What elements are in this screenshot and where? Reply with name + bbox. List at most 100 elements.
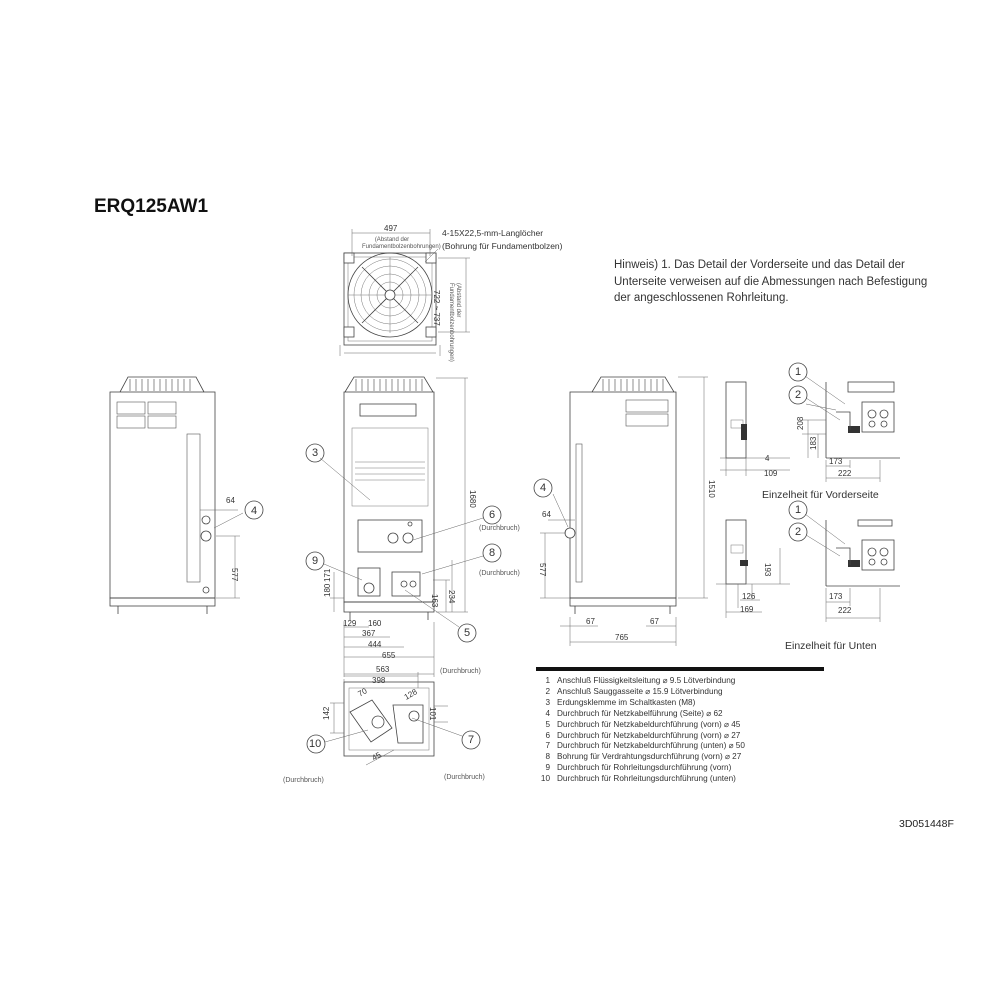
dim-detail-bottom-126: 126 [742,592,756,601]
top-view [339,229,470,356]
dim-front-171: 171 [323,568,332,582]
bolt-note-label: (Bohrung für Fundamentbolzen) [442,241,563,251]
legend-number: 8 [545,752,550,762]
legend-number: 7 [545,741,550,751]
legend-divider [536,667,824,671]
callout-9: 9 [312,555,319,567]
slot-label: 4-15X22,5-mm-Langlöcher [442,228,544,238]
legend-item: 5 Durchbruch für Netzkabeldurchführung (v… [536,720,745,731]
legend-text: Durchbruch für Rohrleitungsdurchführung … [557,763,732,773]
dim-right-67b: 67 [650,617,659,626]
dim-right-577: 577 [538,563,547,577]
model-title: ERQ125AW1 [94,196,209,217]
legend-text: Anschluß Sauggasseite ⌀ 15.9 Lötverbindu… [557,686,723,696]
front-view [305,376,502,677]
abstand-label-v: (Abstand der Fundamentbolzenbohrungen) [448,283,461,362]
durchbruch-label-b: (Durchbruch) [479,570,520,577]
legend-number: 1 [545,676,550,685]
legend-item: 1 Anschluß Flüssigkeitsleitung ⌀ 9.5 Lötv… [536,676,745,687]
document-id: 3D051448F [899,818,954,830]
detail-bottom-view [716,500,900,622]
legend: 1 Anschluß Flüssigkeitsleitung ⌀ 9.5 Lötv… [536,676,745,785]
legend-number: 9 [545,763,550,773]
legend-item: 3 Erdungsklemme im Schaltkasten (M8) [536,698,745,709]
callout-4-right: 4 [540,482,547,494]
dim-front-height: 1680 [468,490,477,508]
callout-7: 7 [468,734,475,746]
durchbruch-bottom-left: (Durchbruch) [283,777,324,784]
durchbruch-label-c: (Durchbruch) [440,668,481,675]
dim-detail-front-4: 4 [765,454,770,463]
dim-top-depth: 722 ~ 737 [432,290,441,326]
dim-left-64: 64 [226,496,235,505]
callout-8: 8 [489,547,496,559]
legend-item: 10 Durchbruch für Rohrleitungsdurchführun… [536,774,745,785]
dim-detail-front-173: 173 [829,457,843,466]
dim-front-180: 180 [323,583,332,597]
dim-detail-bottom-193: 193 [763,563,772,577]
legend-number: 6 [545,730,550,740]
dim-front-444: 444 [368,640,382,649]
legend-text: Anschluß Flüssigkeitsleitung ⌀ 9.5 Lötve… [557,676,736,685]
callout-4-left: 4 [251,505,258,517]
bottom-view [306,672,481,766]
dim-left-577: 577 [230,568,239,582]
dim-front-160: 160 [368,619,382,628]
legend-number: 3 [545,697,550,707]
dim-right-height: 1510 [707,480,716,498]
durchbruch-label-a: (Durchbruch) [479,525,520,532]
dim-right-67a: 67 [586,617,595,626]
callout-1-bottom-detail: 1 [795,504,802,516]
dim-bottom-142: 142 [322,706,331,720]
dim-front-367: 367 [362,629,376,638]
detail-bottom-caption: Einzelheit für Unten [785,640,877,652]
legend-item: 6 Durchbruch für Netzkabeldurchführung (v… [536,731,745,742]
right-side-view [533,376,708,646]
legend-item: 7 Durchbruch für Netzkabeldurchführung (u… [536,741,745,752]
callout-6: 6 [489,509,496,521]
callout-3: 3 [312,447,319,459]
dim-front-563: 563 [376,665,390,674]
detail-front-caption: Einzelheit für Vorderseite [762,489,879,501]
dim-detail-bottom-222: 222 [838,606,852,615]
dim-bottom-101: 101 [428,707,437,721]
dim-detail-bottom-173: 173 [829,592,843,601]
legend-text: Durchbruch für Rohrleitungsdurchführung … [557,774,736,784]
abstand-label-h: (Abstand der Fundamentbolzenbohrungen) [362,237,441,250]
legend-item: 8 Bohrung für Verdrahtungsdurchführung (v… [536,752,745,763]
legend-text: Durchbruch für Netzkabeldurchführung (vo… [557,730,741,740]
legend-item: 2 Anschluß Sauggasseite ⌀ 15.9 Lötverbind… [536,687,745,698]
dim-detail-front-109: 109 [764,469,778,478]
dim-front-129: 129 [343,619,357,628]
callout-2-front-detail: 2 [795,389,802,401]
legend-text: Erdungsklemme im Schaltkasten (M8) [557,697,696,707]
dim-front-234: 234 [447,590,456,604]
callout-10: 10 [309,738,322,750]
dim-bottom-398: 398 [372,676,386,685]
legend-number: 2 [545,686,550,696]
dim-detail-bottom-169: 169 [740,605,754,614]
dim-detail-front-222: 222 [838,469,852,478]
durchbruch-bottom-right: (Durchbruch) [444,774,485,781]
dim-detail-front-208: 208 [796,416,805,430]
legend-text: Bohrung für Verdrahtungsdurchführung (vo… [557,752,742,762]
callout-1-front-detail: 1 [795,366,802,378]
dim-right-64: 64 [542,510,551,519]
left-side-view [109,376,264,614]
dim-detail-front-183: 183 [809,436,818,450]
installation-note: Hinweis) 1. Das Detail der Vorderseite u… [614,259,928,304]
legend-number: 5 [545,719,550,729]
legend-number: 10 [540,774,550,784]
legend-number: 4 [545,708,550,718]
dim-top-width: 497 [384,224,398,233]
callout-5: 5 [464,627,471,639]
legend-text: Durchbruch für Netzkabeldurchführung (un… [557,741,745,751]
legend-item: 9 Durchbruch für Rohrleitungsdurchführung… [536,763,745,774]
legend-text: Durchbruch für Netzkabeldurchführung (vo… [557,719,741,729]
dim-right-765: 765 [615,633,629,642]
callout-2-bottom-detail: 2 [795,526,802,538]
dim-front-655: 655 [382,651,396,660]
detail-front-view [720,362,900,482]
